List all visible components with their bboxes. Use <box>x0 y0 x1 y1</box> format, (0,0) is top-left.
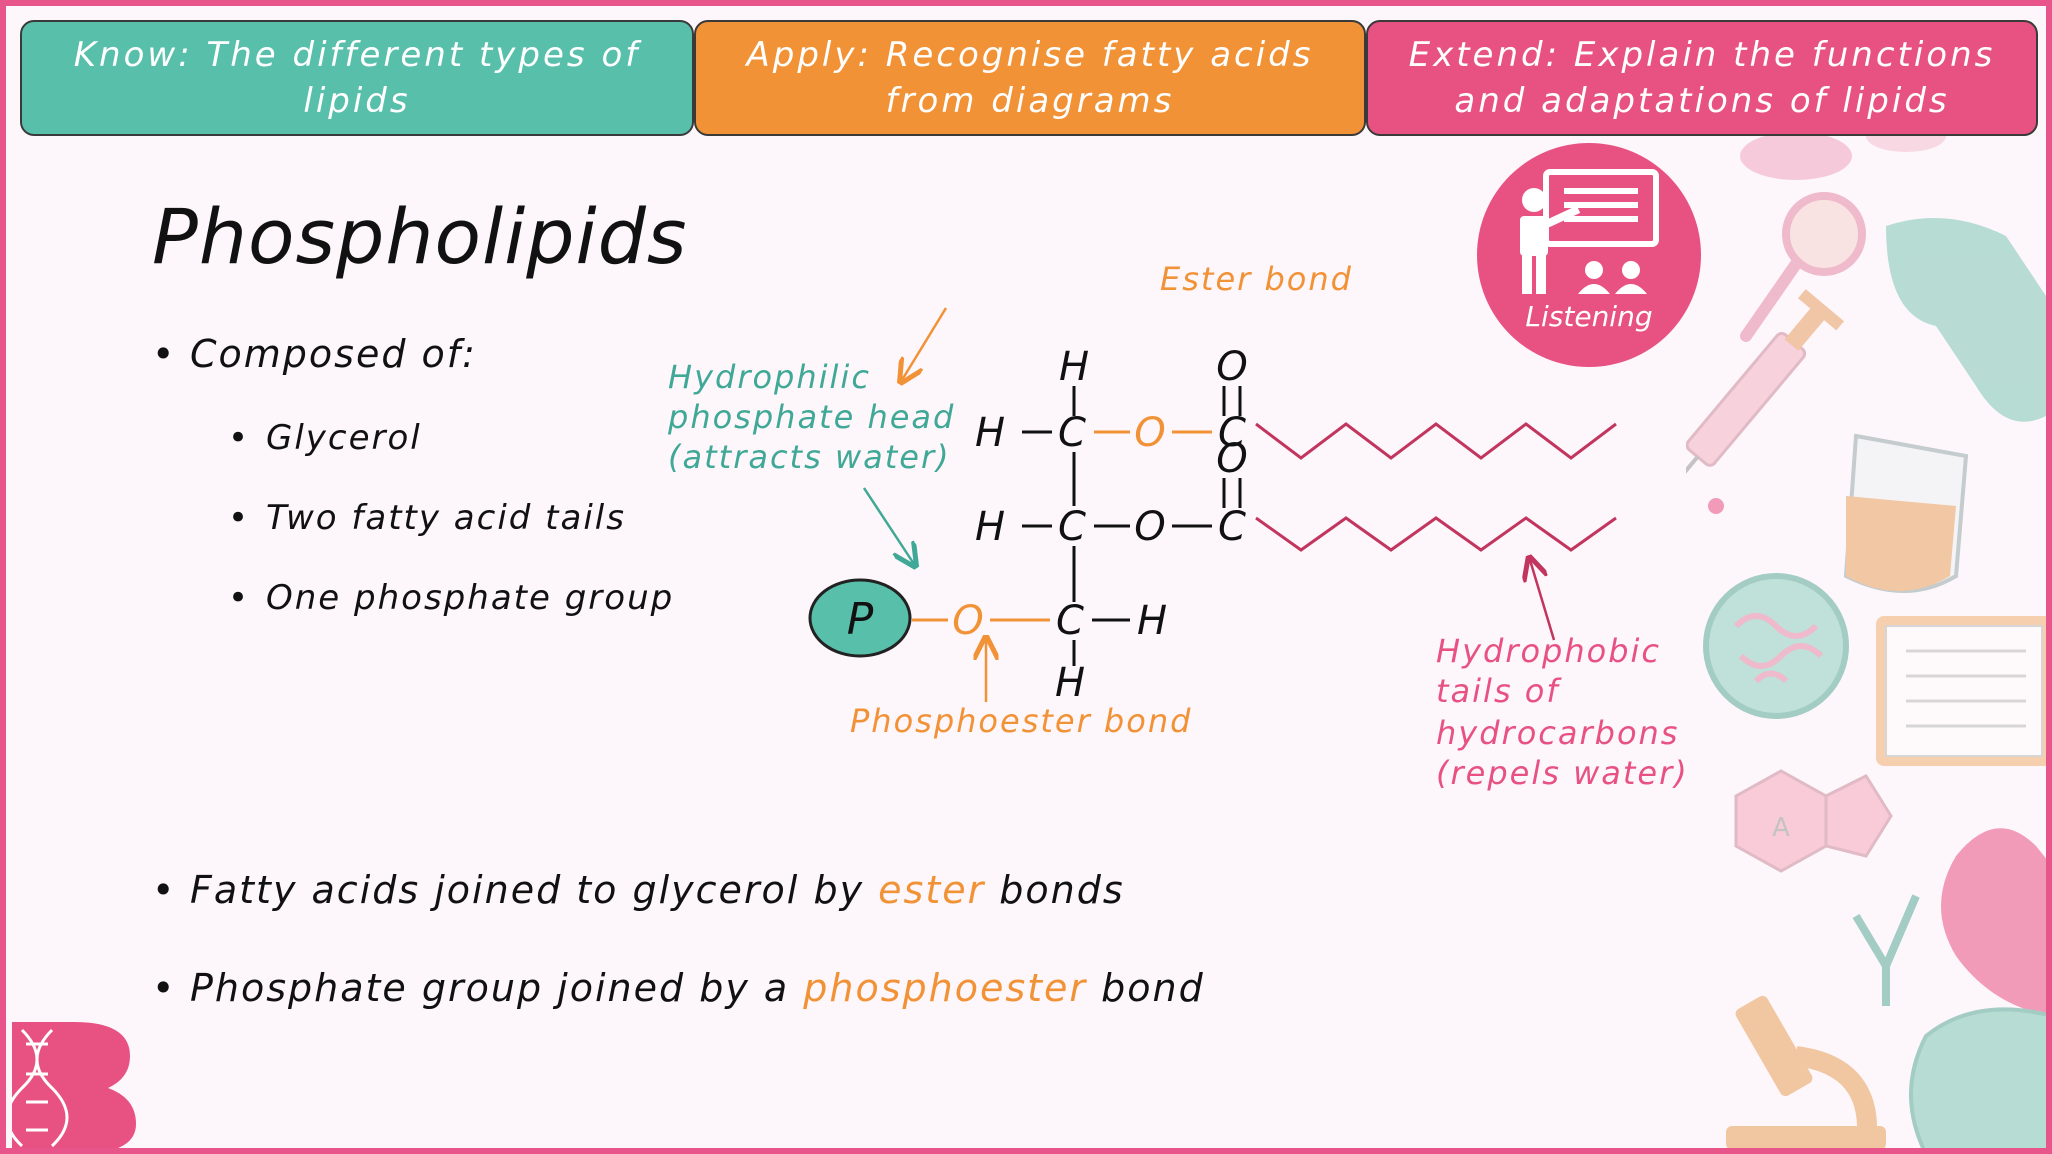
fatty-acid-tail-2 <box>1255 516 1617 552</box>
fact-text: Phosphate group joined by a <box>190 966 804 1010</box>
ester-arrow <box>902 307 948 380</box>
pill-icon <box>1740 136 1852 180</box>
beaker-icon <box>1843 433 1969 593</box>
fact-text: Fatty acids joined to glycerol by <box>190 868 879 912</box>
adenine-letter: A <box>1772 813 1790 843</box>
head-arrow <box>862 487 914 564</box>
composed-heading-text: Composed of: <box>190 332 477 376</box>
fact-phosphoester: Phosphate group joined by a phosphoester… <box>152 966 1205 1010</box>
badge-label: Listening <box>1525 300 1652 333</box>
list-item-text: One phosphate group <box>266 578 675 618</box>
objective-apply: Apply: Recognise fatty acids from diagra… <box>694 20 1366 136</box>
head-label-line2: phosphate head <box>667 398 955 436</box>
bonds <box>1022 386 1242 666</box>
glove-icon <box>1886 218 2046 422</box>
adenine-molecule-icon: A <box>1734 769 1893 873</box>
atom-h: H <box>1059 344 1089 390</box>
petri-dish-icon <box>1703 573 1849 719</box>
list-item: One phosphate group <box>228 578 675 618</box>
head-label-line3: (attracts water) <box>668 438 951 476</box>
heart-icon <box>1941 828 2046 1015</box>
teacher-presentation-icon <box>1520 169 1659 294</box>
atom-o: O <box>1216 436 1247 482</box>
antibody-icon <box>1852 894 1920 1006</box>
microscope-icon <box>1726 995 1886 1148</box>
head-label-line1: Hydrophilic <box>668 358 871 396</box>
atom-c: C <box>1218 410 1246 456</box>
composed-heading: Composed of: <box>152 332 477 376</box>
tail-arrow <box>1530 560 1556 641</box>
logo-letter <box>12 1022 136 1148</box>
fatty-acid-tail-1 <box>1255 422 1617 460</box>
flask-icon <box>1909 1007 2046 1148</box>
phospholipid-diagram: Ester bond Hydrophilic phosphate head (a… <box>667 260 1689 792</box>
notebook-icon <box>1876 616 2046 766</box>
ester-oxygen: O <box>1134 410 1165 456</box>
tail-label-line2: tails of <box>1436 672 1562 710</box>
list-item: Two fatty acid tails <box>228 498 626 538</box>
atom-c: C <box>1056 598 1084 644</box>
fact-highlight: phosphoester <box>803 966 1088 1010</box>
atom-h: H <box>975 504 1005 550</box>
atom-c: C <box>1218 504 1246 550</box>
phosphoester-bond-label: Phosphoester bond <box>850 702 1192 740</box>
phosphate-head <box>808 578 912 658</box>
list-item-text: Glycerol <box>266 418 422 458</box>
logo <box>6 1022 136 1148</box>
page-title: Phospholipids <box>152 192 688 281</box>
fact-highlight: ester <box>878 868 986 912</box>
fact-text: bond <box>1087 966 1205 1010</box>
ester-bond-label: Ester bond <box>1160 260 1353 298</box>
tail-label-line4: (repels water) <box>1436 754 1689 792</box>
atom-h: H <box>975 410 1005 456</box>
tail-label-line1: Hydrophobic <box>1436 632 1661 670</box>
atom-c: C <box>1058 410 1086 456</box>
orange-bonds <box>912 430 1212 622</box>
syringe-icon <box>1686 289 1845 497</box>
atom-o: O <box>1134 504 1165 550</box>
phosphoester-oxygen: O <box>952 598 983 644</box>
tail-label-line3: hydrocarbons <box>1436 714 1679 752</box>
magnifier-icon <box>1740 192 1866 342</box>
list-item: Glycerol <box>228 418 422 458</box>
atom-o: O <box>1216 344 1247 390</box>
fact-ester: Fatty acids joined to glycerol by ester … <box>152 868 1125 912</box>
fact-text: bonds <box>985 868 1125 912</box>
atom-h: H <box>1137 598 1167 644</box>
science-illustrations: A <box>1686 136 2046 1148</box>
objective-know: Know: The different types of lipids <box>20 20 694 136</box>
objective-extend: Extend: Explain the functions and adapta… <box>1366 20 2038 136</box>
atom-c: C <box>1058 504 1086 550</box>
atom-h: H <box>1055 660 1085 706</box>
list-item-text: Two fatty acid tails <box>266 498 626 538</box>
listening-badge: Listening <box>1476 142 1702 368</box>
phosphate-symbol: P <box>847 594 874 645</box>
